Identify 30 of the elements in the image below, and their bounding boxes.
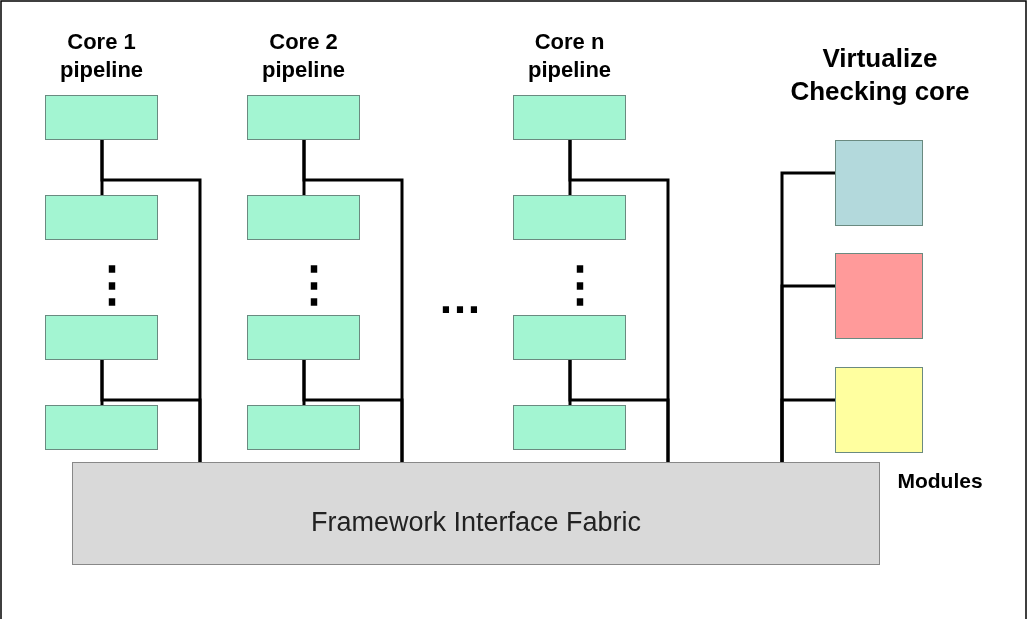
pipeline-heading: Core 1 pipeline [58,28,145,83]
pipeline-stage-box [45,195,158,240]
group-heading: Virtualize Checking core [790,42,970,107]
pipeline-heading: Core n pipeline [526,28,613,83]
vertical-ellipsis: ⋮ [88,257,116,313]
pipeline-stage-box [513,405,626,450]
pipeline-stage-box [247,405,360,450]
pipeline-stage-box [513,95,626,140]
pipeline-stage-box [45,405,158,450]
pipeline-stage-box [513,315,626,360]
group-caption: Modules [896,468,984,494]
horizontal-ellipsis: … [437,272,483,324]
module-box [835,367,923,453]
pipeline-stage-box [247,195,360,240]
fabric-label: Framework Interface Fabric [310,507,642,538]
vertical-ellipsis: ⋮ [290,257,318,313]
pipeline-heading: Core 2 pipeline [260,28,347,83]
pipeline-stage-box [247,315,360,360]
vertical-ellipsis: ⋮ [556,257,584,313]
connector-line [568,360,670,462]
connector-line [302,360,404,462]
pipeline-stage-box [247,95,360,140]
pipeline-stage-box [513,195,626,240]
fabric-bar [72,462,880,565]
pipeline-stage-box [45,95,158,140]
module-box [835,253,923,339]
module-box [835,140,923,226]
pipeline-stage-box [45,315,158,360]
connector-line [780,398,835,462]
connector-line [100,360,202,462]
